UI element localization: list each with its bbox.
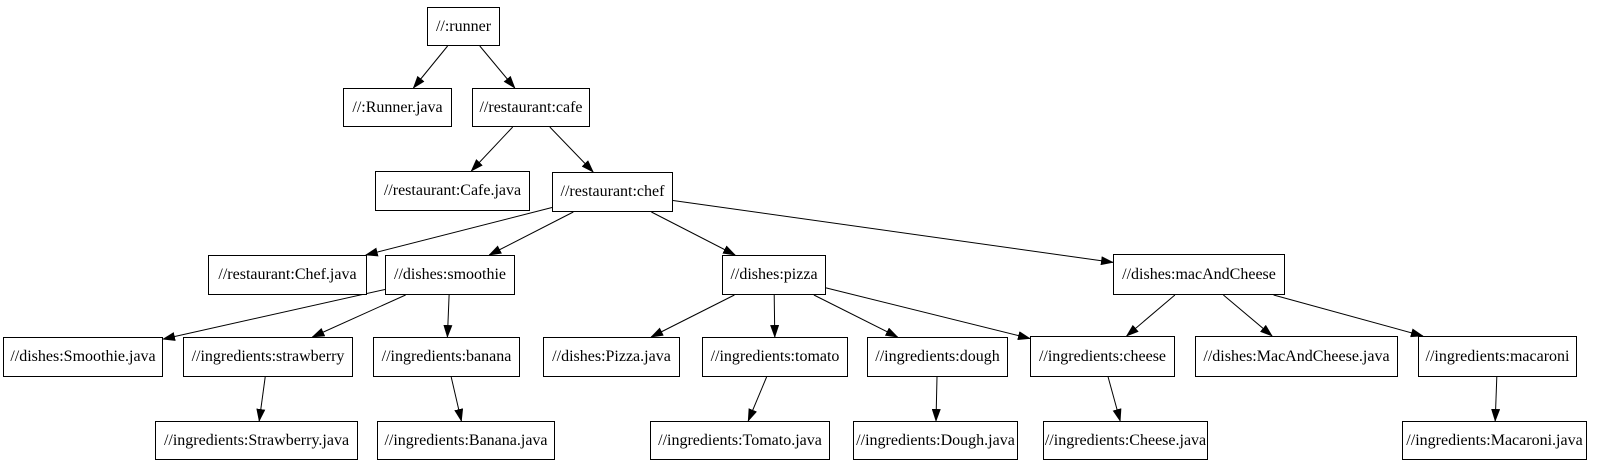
graph-edge-restaurant-chef--dishes-pizza	[651, 211, 736, 256]
graph-edge-restaurant-cafe--restaurant-cafe-java	[470, 126, 514, 172]
graph-edge-dishes-macandcheese--dishes-macandcheese-java	[1223, 294, 1273, 337]
graph-node-restaurant-chef-java: //restaurant:Chef.java	[208, 255, 367, 295]
graph-node-runner-java: //:Runner.java	[343, 88, 452, 127]
graph-node-restaurant-chef: //restaurant:chef	[552, 172, 673, 212]
graph-edge-dishes-smoothie--dishes-smoothie-java	[162, 289, 386, 341]
graph-node-ingredients-tomato: //ingredients:tomato	[702, 337, 848, 377]
graph-node-dishes-macandcheese-java: //dishes:MacAndCheese.java	[1195, 336, 1398, 377]
graph-node-dishes-smoothie-java: //dishes:Smoothie.java	[3, 337, 163, 377]
graph-node-ingredients-macaroni-java: //ingredients:Macaroni.java	[1402, 421, 1587, 460]
graph-node-ingredients-banana: //ingredients:banana	[373, 337, 520, 377]
graph-node-dishes-pizza-java: //dishes:Pizza.java	[543, 337, 680, 377]
graph-edge-restaurant-chef--dishes-smoothie	[488, 211, 574, 256]
graph-edge-runner--runner-java	[412, 45, 448, 89]
graph-node-restaurant-cafe: //restaurant:cafe	[472, 88, 590, 127]
graph-node-ingredients-strawberry-java: //ingredients:Strawberry.java	[155, 421, 358, 460]
graph-edge-ingredients-strawberry--ingredients-strawberry-java	[256, 376, 266, 422]
graph-edge-restaurant-chef--restaurant-chef-java	[364, 207, 553, 257]
graph-node-ingredients-tomato-java: //ingredients:Tomato.java	[650, 421, 830, 460]
graph-edge-dishes-macandcheese--ingredients-cheese	[1125, 294, 1176, 337]
graph-edge-dishes-smoothie--ingredients-strawberry	[311, 294, 406, 338]
graph-edge-dishes-smoothie--ingredients-banana	[443, 294, 453, 338]
graph-edge-dishes-pizza--dishes-pizza-java	[650, 294, 735, 338]
graph-node-restaurant-cafe-java: //restaurant:Cafe.java	[375, 171, 530, 211]
graph-node-ingredients-dough-java: //ingredients:Dough.java	[853, 421, 1018, 460]
graph-edge-restaurant-cafe--restaurant-chef	[549, 126, 594, 173]
graph-edge-ingredients-macaroni--ingredients-macaroni-java	[1491, 376, 1501, 422]
graph-node-ingredients-cheese-java: //ingredients:Cheese.java	[1043, 421, 1208, 460]
graph-edge-runner--restaurant-cafe	[479, 45, 516, 89]
graph-edge-ingredients-dough--ingredients-dough-java	[931, 376, 941, 422]
graph-node-dishes-smoothie: //dishes:smoothie	[385, 255, 515, 295]
graph-node-ingredients-strawberry: //ingredients:strawberry	[183, 337, 353, 377]
graph-node-dishes-macandcheese: //dishes:macAndCheese	[1113, 254, 1285, 295]
graph-node-runner: //:runner	[427, 7, 500, 46]
graph-edge-restaurant-chef--dishes-macandcheese	[672, 200, 1114, 266]
graph-node-dishes-pizza: //dishes:pizza	[722, 255, 826, 295]
graph-edge-ingredients-tomato--ingredients-tomato-java	[747, 376, 768, 422]
graph-node-ingredients-cheese: //ingredients:cheese	[1030, 336, 1175, 377]
graph-edge-dishes-pizza--ingredients-dough	[813, 294, 899, 338]
graph-edge-dishes-macandcheese--ingredients-macaroni	[1273, 294, 1424, 338]
graph-edge-dishes-pizza--ingredients-cheese	[825, 287, 1031, 340]
graph-edge-ingredients-cheese--ingredients-cheese-java	[1107, 376, 1122, 422]
graph-edge-dishes-pizza--ingredients-tomato	[770, 294, 780, 338]
graph-node-ingredients-banana-java: //ingredients:Banana.java	[377, 421, 555, 460]
graph-edge-ingredients-banana--ingredients-banana-java	[450, 376, 464, 422]
graph-node-ingredients-macaroni: //ingredients:macaroni	[1418, 336, 1577, 377]
graph-node-ingredients-dough: //ingredients:dough	[867, 337, 1008, 377]
